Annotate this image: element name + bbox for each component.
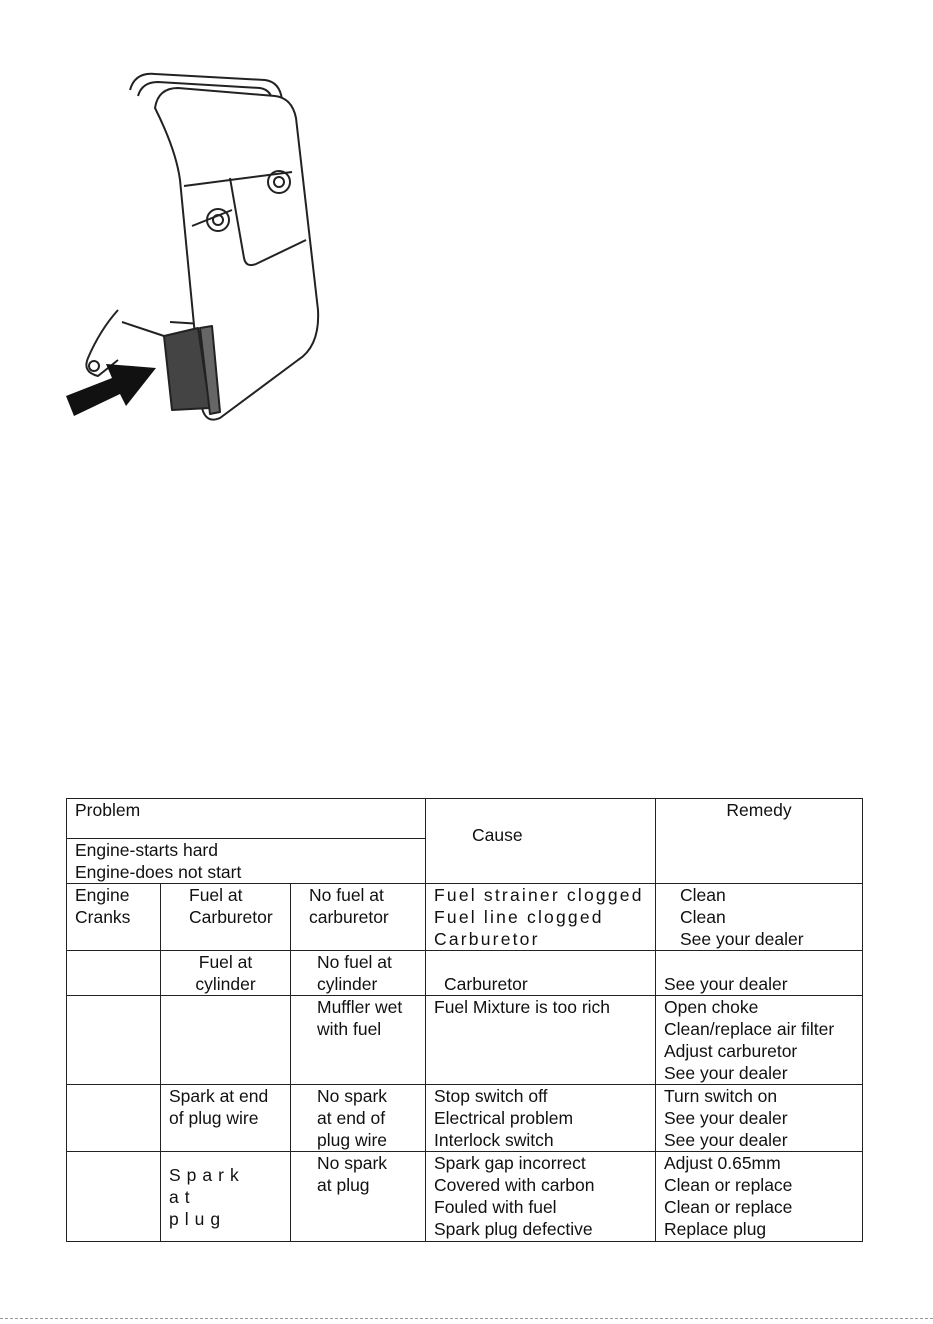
row1-col2: Fuel at Carburetor — [160, 883, 291, 951]
row1-cause: Fuel strainer clogged Fuel line clogged … — [425, 883, 656, 951]
row4-col2: Spark at end of plug wire — [160, 1084, 291, 1152]
row1-remedy: Clean Clean See your dealer — [655, 883, 863, 951]
row2-col1 — [66, 950, 161, 996]
row2-col3: No fuel at cylinder — [290, 950, 426, 996]
row2-cause: Carburetor — [425, 950, 656, 996]
row5-col2-text: Spark at plug — [169, 1164, 245, 1229]
table-header-row: Problem Cause Remedy — [66, 798, 863, 884]
row1-col3: No fuel at carburetor — [290, 883, 426, 951]
row4-remedy: Turn switch on See your dealer See your … — [655, 1084, 863, 1152]
page-bottom-divider — [0, 1318, 933, 1319]
row2-col2: Fuel at cylinder — [160, 950, 291, 996]
row5-col2: Spark at plug — [160, 1151, 291, 1242]
cause-header-label: Cause — [472, 825, 523, 845]
table-row: Fuel at cylinder No fuel at cylinder Car… — [66, 950, 863, 996]
table-row: Spark at plug No spark at plug Spark gap… — [66, 1151, 863, 1242]
row4-cause: Stop switch off Electrical problem Inter… — [425, 1084, 656, 1152]
row3-remedy: Open choke Clean/replace air filter Adju… — [655, 995, 863, 1085]
problem-header: Problem — [66, 798, 426, 839]
row5-col3: No spark at plug — [290, 1151, 426, 1242]
row1-col1: Engine Cranks — [66, 883, 161, 951]
row3-col1 — [66, 995, 161, 1085]
row5-cause: Spark gap incorrect Covered with carbon … — [425, 1151, 656, 1242]
row3-col2 — [160, 995, 291, 1085]
row4-col1 — [66, 1084, 161, 1152]
table-row: Spark at end of plug wire No spark at en… — [66, 1084, 863, 1152]
remedy-header: Remedy — [655, 798, 863, 884]
row3-cause: Fuel Mixture is too rich — [425, 995, 656, 1085]
row5-col1 — [66, 1151, 161, 1242]
table-row: Muffler wet with fuel Fuel Mixture is to… — [66, 995, 863, 1085]
troubleshooting-table: Problem Cause Remedy Engine-starts hard … — [66, 798, 863, 1242]
air-filter-illustration — [66, 72, 320, 421]
row3-col3: Muffler wet with fuel — [290, 995, 426, 1085]
row5-remedy: Adjust 0.65mm Clean or replace Clean or … — [655, 1151, 863, 1242]
symptoms-cell: Engine-starts hard Engine-does not start — [66, 838, 426, 884]
cause-header: Cause — [425, 798, 656, 884]
table-symptom-row: Engine-starts hard Engine-does not start — [66, 838, 863, 884]
row2-remedy: See your dealer — [655, 950, 863, 996]
row4-col3: No spark at end of plug wire — [290, 1084, 426, 1152]
table-row: Engine Cranks Fuel at Carburetor No fuel… — [66, 883, 863, 951]
